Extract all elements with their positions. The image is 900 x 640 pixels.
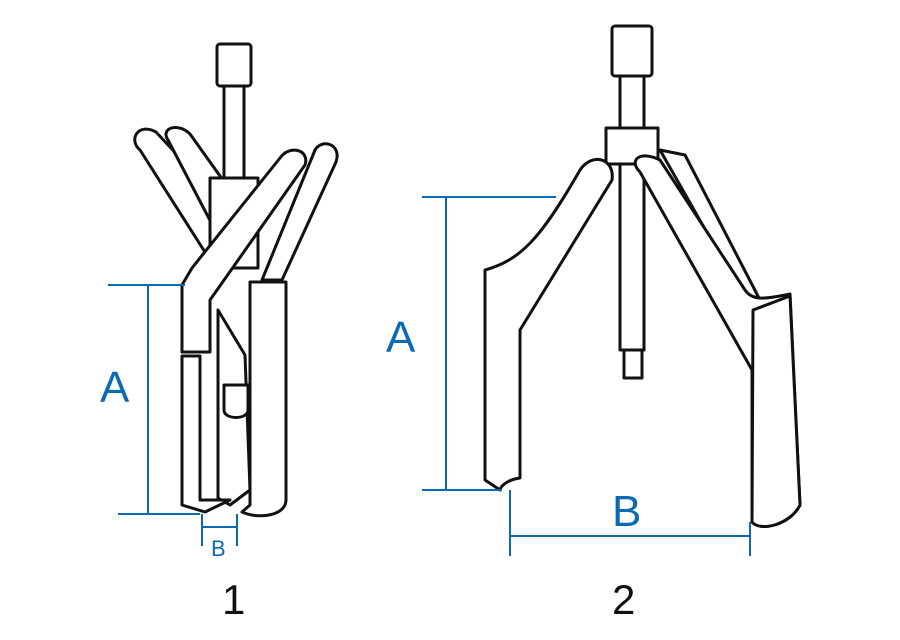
spindle-2 bbox=[618, 162, 646, 352]
label-a-1: A bbox=[100, 363, 130, 412]
puller-2: A B 2 bbox=[386, 24, 802, 623]
label-b-1: B bbox=[211, 536, 226, 561]
right-leg-2 bbox=[750, 294, 802, 528]
body-2 bbox=[604, 126, 660, 166]
left-arm-2 bbox=[483, 158, 614, 492]
spindle-upper-2 bbox=[618, 74, 646, 130]
figure-number-2: 2 bbox=[612, 576, 635, 623]
spindle-head-2 bbox=[610, 24, 654, 78]
leg-right-1 bbox=[240, 280, 288, 518]
figure-number-1: 1 bbox=[222, 576, 245, 623]
puller-1: A B 1 bbox=[100, 42, 339, 623]
leg-left-1 bbox=[180, 354, 232, 514]
spindle-tip-2 bbox=[622, 348, 644, 380]
front-arm-1 bbox=[180, 148, 308, 354]
spindle-1 bbox=[222, 84, 246, 182]
spindle-tip-1 bbox=[222, 383, 250, 419]
label-b-2: B bbox=[612, 487, 641, 536]
back-arm-right-1 bbox=[260, 142, 339, 282]
spindle-head-1 bbox=[215, 42, 253, 88]
label-a-2: A bbox=[386, 313, 416, 362]
